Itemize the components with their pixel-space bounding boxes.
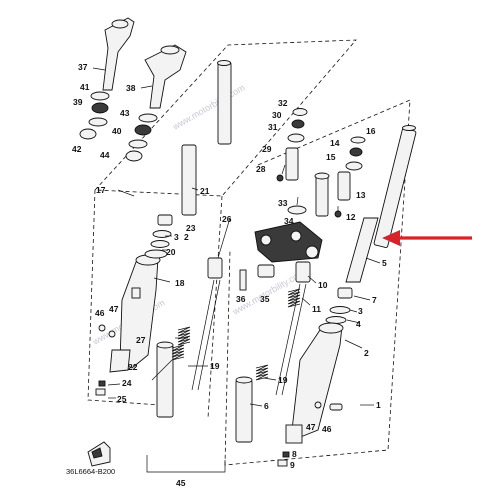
damper-rod-right xyxy=(235,261,311,443)
callout-40: 40 xyxy=(112,126,122,136)
callout-42: 42 xyxy=(72,144,82,154)
callout-41: 41 xyxy=(80,82,90,92)
callout-43: 43 xyxy=(120,108,130,118)
callout-19-left: 19 xyxy=(210,361,220,371)
handlebar-clip-38 xyxy=(144,44,187,109)
callout-23: 23 xyxy=(186,223,196,233)
callout-18: 18 xyxy=(175,278,185,288)
callout-47-left: 47 xyxy=(109,304,119,314)
damper-rod-left xyxy=(156,257,223,418)
drain-bolt-right xyxy=(277,401,343,467)
seals-left xyxy=(144,214,173,259)
pointer-arrow xyxy=(382,230,472,246)
outer-tube-left xyxy=(109,254,161,373)
callout-46-left: 46 xyxy=(95,308,105,318)
callout-21: 21 xyxy=(200,186,210,196)
callout-27: 27 xyxy=(136,335,146,345)
callout-17: 17 xyxy=(96,185,106,195)
callout-30: 30 xyxy=(272,110,282,120)
left-fork-boundary xyxy=(87,189,161,406)
leader-lines xyxy=(92,67,381,407)
drawing-code: 36L6664-B200 xyxy=(66,467,115,476)
air-valve-left xyxy=(98,324,116,338)
callout-labels: 37 38 41 39 43 40 42 44 17 21 23 3 2 20 … xyxy=(72,62,387,488)
left-fork-boundary xyxy=(94,39,357,197)
callout-7: 7 xyxy=(372,295,377,305)
callout-39: 39 xyxy=(73,97,83,107)
callout-5: 5 xyxy=(382,258,387,268)
callout-16: 16 xyxy=(366,126,376,136)
callout-44: 44 xyxy=(100,150,110,160)
callout-34: 34 xyxy=(284,216,294,226)
callout-47-right: 47 xyxy=(306,422,316,432)
callout-24: 24 xyxy=(122,378,132,388)
callout-2-left: 2 xyxy=(184,232,189,242)
callout-12: 12 xyxy=(346,212,356,222)
fork-spring-left xyxy=(171,326,191,361)
callout-4: 4 xyxy=(356,319,361,329)
drain-bolt-left xyxy=(95,380,106,396)
reference-icon xyxy=(87,441,111,467)
callout-35: 35 xyxy=(260,294,270,304)
inner-tube-right xyxy=(345,125,417,283)
callout-15: 15 xyxy=(326,152,336,162)
callout-37: 37 xyxy=(78,62,88,72)
callout-3-right: 3 xyxy=(358,306,363,316)
seals-right xyxy=(325,287,353,324)
callout-38: 38 xyxy=(126,83,136,93)
stem-hardware xyxy=(276,108,308,215)
watermark: www.motorbility.com xyxy=(170,82,246,132)
callout-36: 36 xyxy=(236,294,246,304)
callout-46-right: 46 xyxy=(322,424,332,434)
callout-33: 33 xyxy=(278,198,288,208)
triple-clamp xyxy=(254,172,330,263)
callout-8: 8 xyxy=(292,449,297,459)
right-fork-boundary xyxy=(224,99,411,466)
callout-9: 9 xyxy=(290,460,295,470)
callout-2-right: 2 xyxy=(364,348,369,358)
outer-tube-right xyxy=(285,322,344,444)
callout-26: 26 xyxy=(222,214,232,224)
inner-tube-left xyxy=(181,60,232,216)
bracket-45 xyxy=(146,455,226,473)
callout-6: 6 xyxy=(264,401,269,411)
washers-39-44 xyxy=(79,91,158,162)
callout-20: 20 xyxy=(166,247,176,257)
callout-45: 45 xyxy=(176,478,186,488)
callout-1: 1 xyxy=(376,400,381,410)
callout-13: 13 xyxy=(356,190,366,200)
callout-31: 31 xyxy=(268,122,278,132)
right-stem-parts xyxy=(334,136,366,218)
callout-3-left: 3 xyxy=(174,232,179,242)
callout-14: 14 xyxy=(330,138,340,148)
callout-10: 10 xyxy=(318,280,328,290)
handlebar-clip-37 xyxy=(102,17,135,91)
callout-25: 25 xyxy=(117,394,127,404)
callout-22: 22 xyxy=(128,362,138,372)
left-fork-boundary xyxy=(207,195,223,419)
hose-holder xyxy=(239,264,275,291)
callout-19-right: 19 xyxy=(278,375,288,385)
callout-29: 29 xyxy=(262,144,272,154)
callout-11: 11 xyxy=(312,304,321,314)
callout-32: 32 xyxy=(278,98,288,108)
callout-28: 28 xyxy=(256,164,266,174)
